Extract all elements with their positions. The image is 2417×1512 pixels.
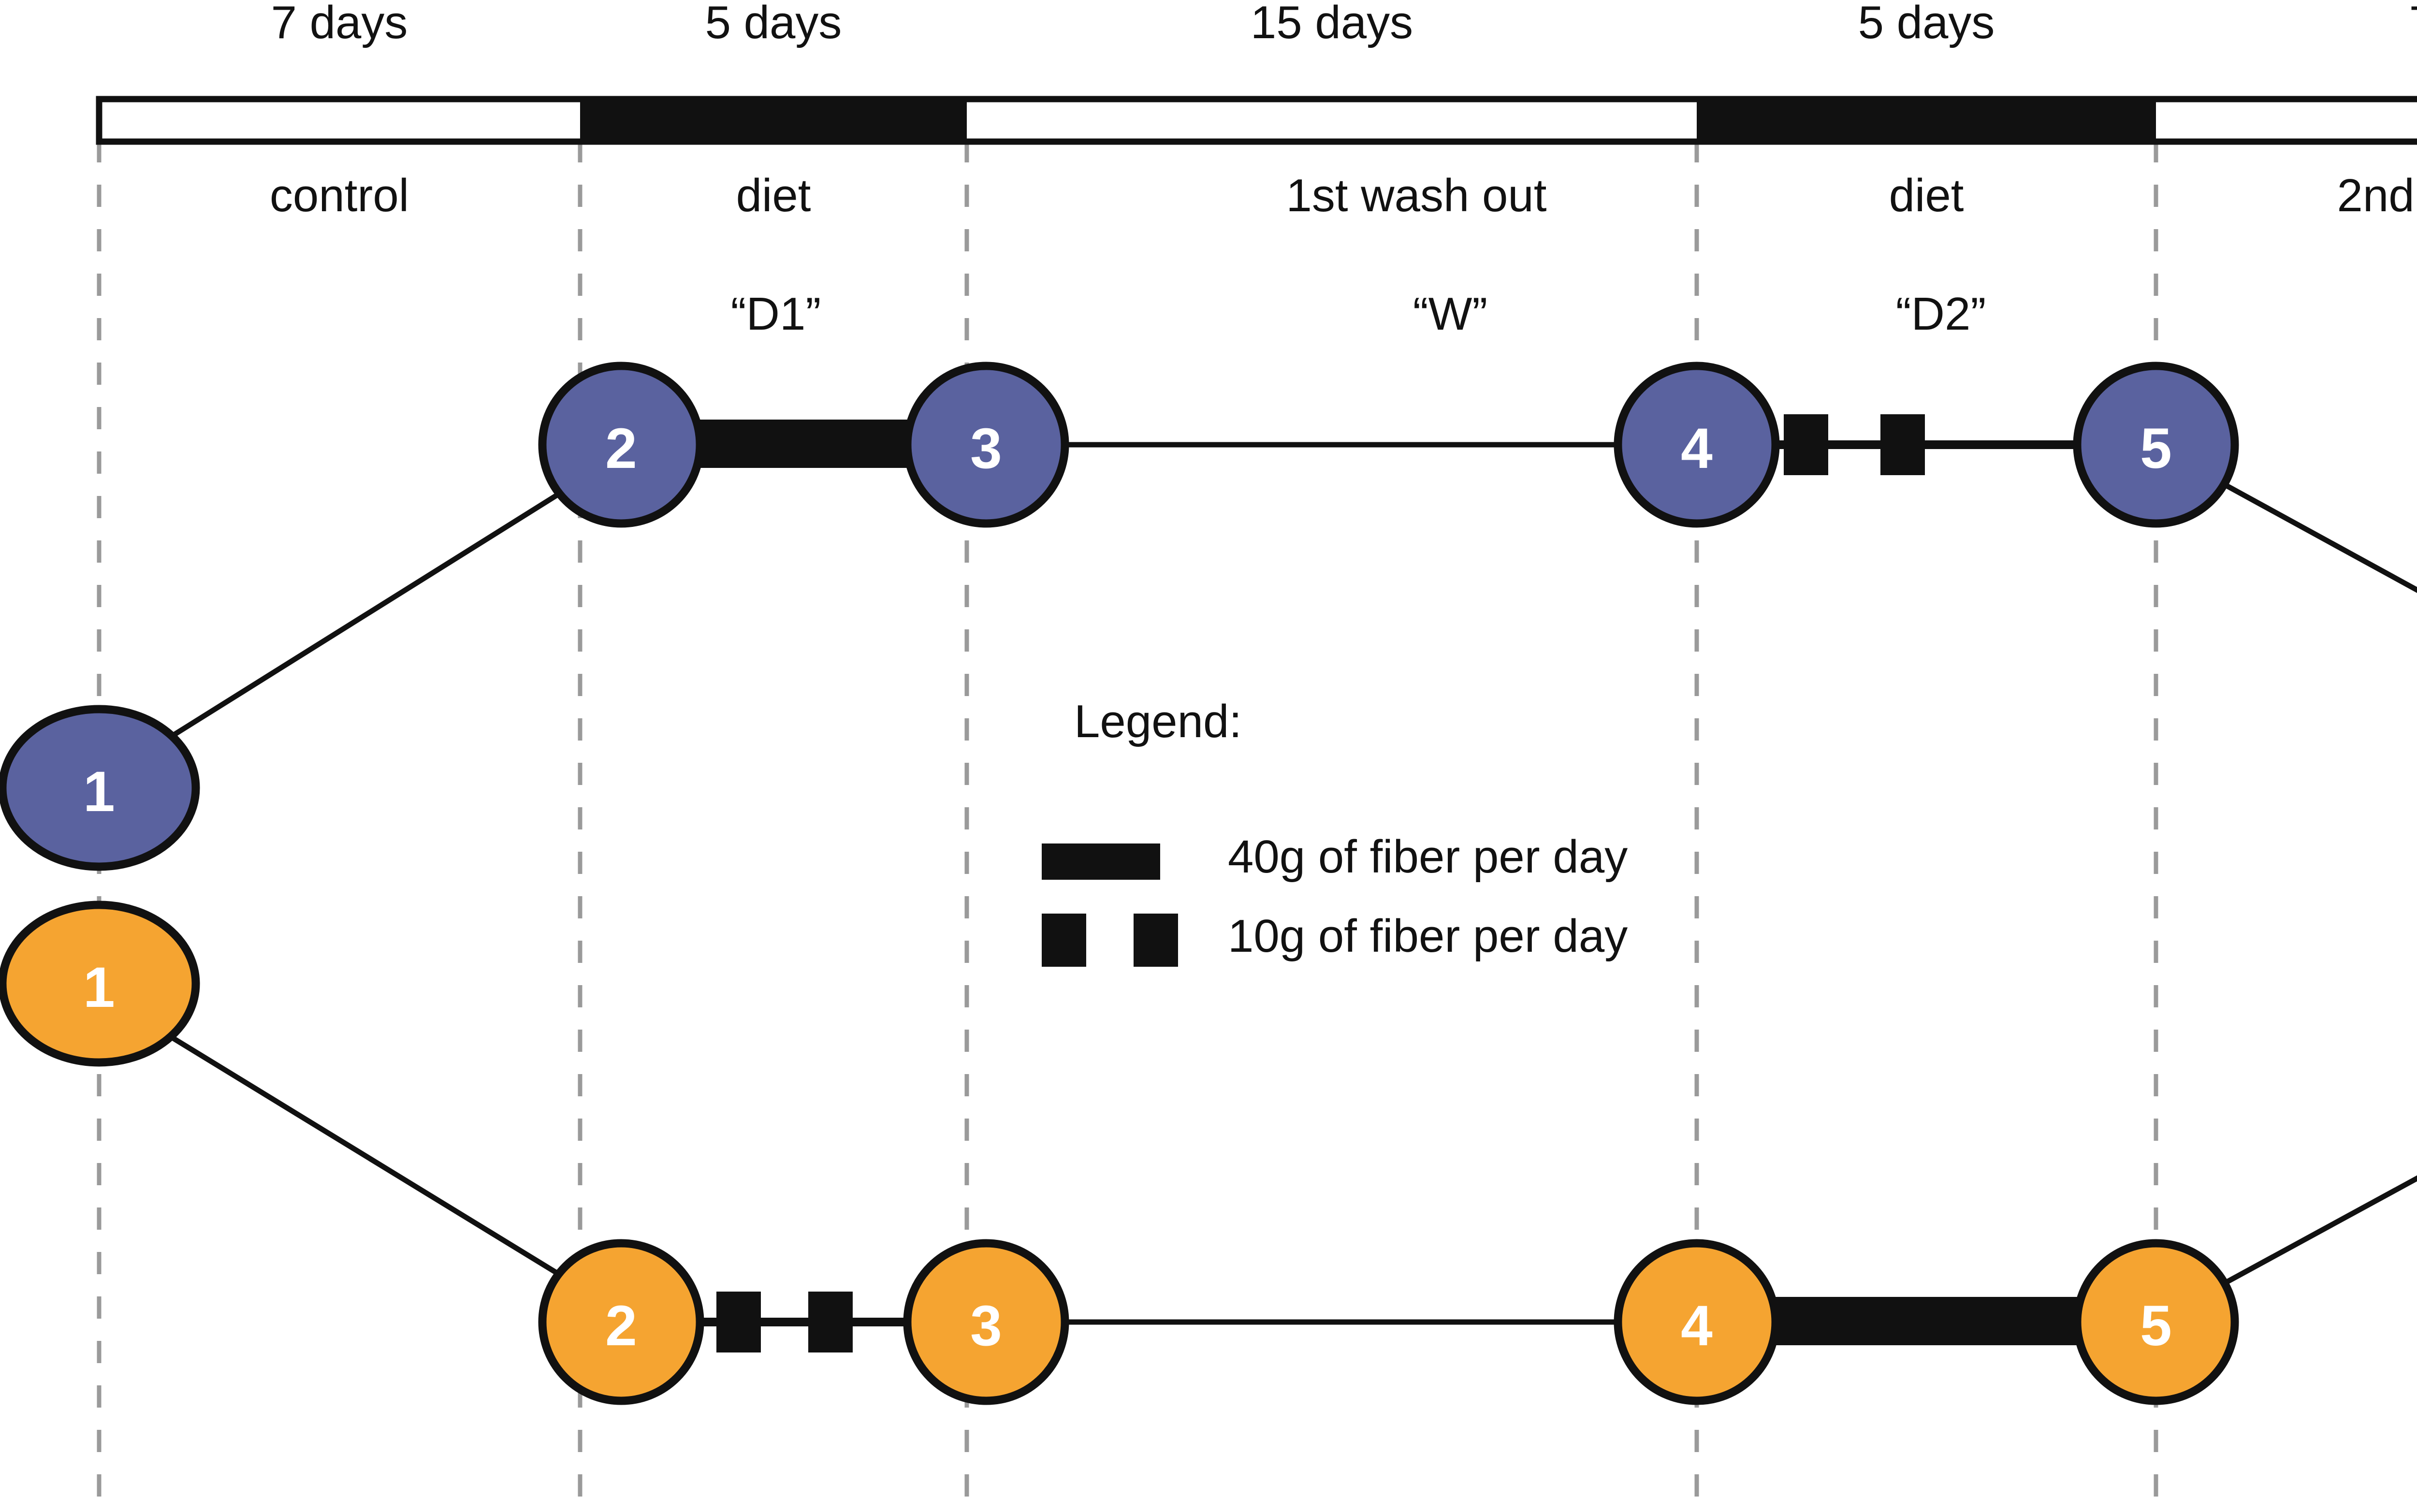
node-orange-5-label: 5: [2140, 1294, 2172, 1358]
node-orange-5[interactable]: 5: [2073, 1239, 2239, 1405]
node-blue-5-label: 5: [2140, 417, 2172, 480]
duration-label-washout1: 15 days: [1250, 0, 1413, 48]
legend-title: Legend:: [1074, 696, 1242, 747]
arm-orange-connectors: [134, 1013, 2417, 1352]
code-label-d1: “D1”: [730, 288, 821, 340]
node-orange-2[interactable]: 2: [538, 1239, 704, 1405]
node-orange-2-label: 2: [605, 1294, 637, 1358]
timeline-seg-diet2: [1697, 96, 2156, 145]
arm-blue-connectors: [134, 414, 2417, 761]
connector-blue-4-5-dash-a: [1784, 414, 1828, 475]
timeline-bar: [96, 96, 2417, 145]
timeline-seg-diet1: [580, 96, 967, 145]
node-blue-3-label: 3: [970, 417, 1002, 480]
connector-orange-2-3-dash-a: [716, 1292, 761, 1352]
period-label-washout1: 1st wash out: [1286, 170, 1547, 221]
connector-orange-1-2: [134, 1013, 589, 1294]
period-label-washout2: 2nd wash out: [2337, 170, 2417, 221]
node-orange-4-label: 4: [1681, 1294, 1713, 1358]
node-orange-1-label: 1: [83, 956, 115, 1019]
duration-label-diet2: 5 days: [1858, 0, 1995, 48]
period-label-diet1: diet: [736, 170, 811, 221]
legend-solid-bar-swatch: [1042, 843, 1160, 880]
node-orange-3-label: 3: [970, 1294, 1002, 1358]
connector-orange-5-6: [2208, 1175, 2417, 1294]
arm-blue-nodes: 1 2 3 4 5 6: [0, 362, 2239, 871]
legend-dashed-square-b: [1134, 914, 1178, 967]
node-blue-4[interactable]: 4: [1614, 362, 1780, 528]
node-orange-3[interactable]: 3: [903, 1239, 1069, 1405]
node-blue-2[interactable]: 2: [538, 362, 704, 528]
code-label-w: “W”: [1412, 288, 1488, 340]
legend-dashed-square-a: [1042, 914, 1086, 967]
legend-label-10g: 10g of fiber per day: [1228, 910, 1628, 962]
node-blue-1-label: 1: [83, 760, 115, 824]
connector-blue-5-6: [2208, 474, 2417, 593]
node-orange-4[interactable]: 4: [1614, 1239, 1780, 1405]
period-label-diet2: diet: [1889, 170, 1964, 221]
connector-orange-2-3-dash-b: [808, 1292, 853, 1352]
node-orange-1[interactable]: 1: [0, 901, 200, 1067]
connector-blue-4-5-dash-b: [1880, 414, 1925, 475]
node-blue-3[interactable]: 3: [903, 362, 1069, 528]
legend-swatches: [1042, 843, 1178, 967]
node-blue-2-label: 2: [605, 417, 637, 480]
arm-orange-nodes: 1 2 3 4 5 6: [0, 901, 2239, 1405]
node-blue-5[interactable]: 5: [2073, 362, 2239, 528]
node-blue-1[interactable]: 1: [0, 705, 200, 871]
duration-label-diet1: 5 days: [705, 0, 842, 48]
code-label-d2: “D2”: [1895, 288, 1986, 340]
period-label-control: control: [269, 170, 409, 221]
duration-label-control: 7 days: [271, 0, 408, 48]
duration-label-washout2: 7 days: [2409, 0, 2417, 49]
connector-blue-1-2: [134, 474, 589, 761]
legend-label-40g: 40g of fiber per day: [1228, 831, 1628, 883]
node-blue-4-label: 4: [1681, 417, 1713, 480]
